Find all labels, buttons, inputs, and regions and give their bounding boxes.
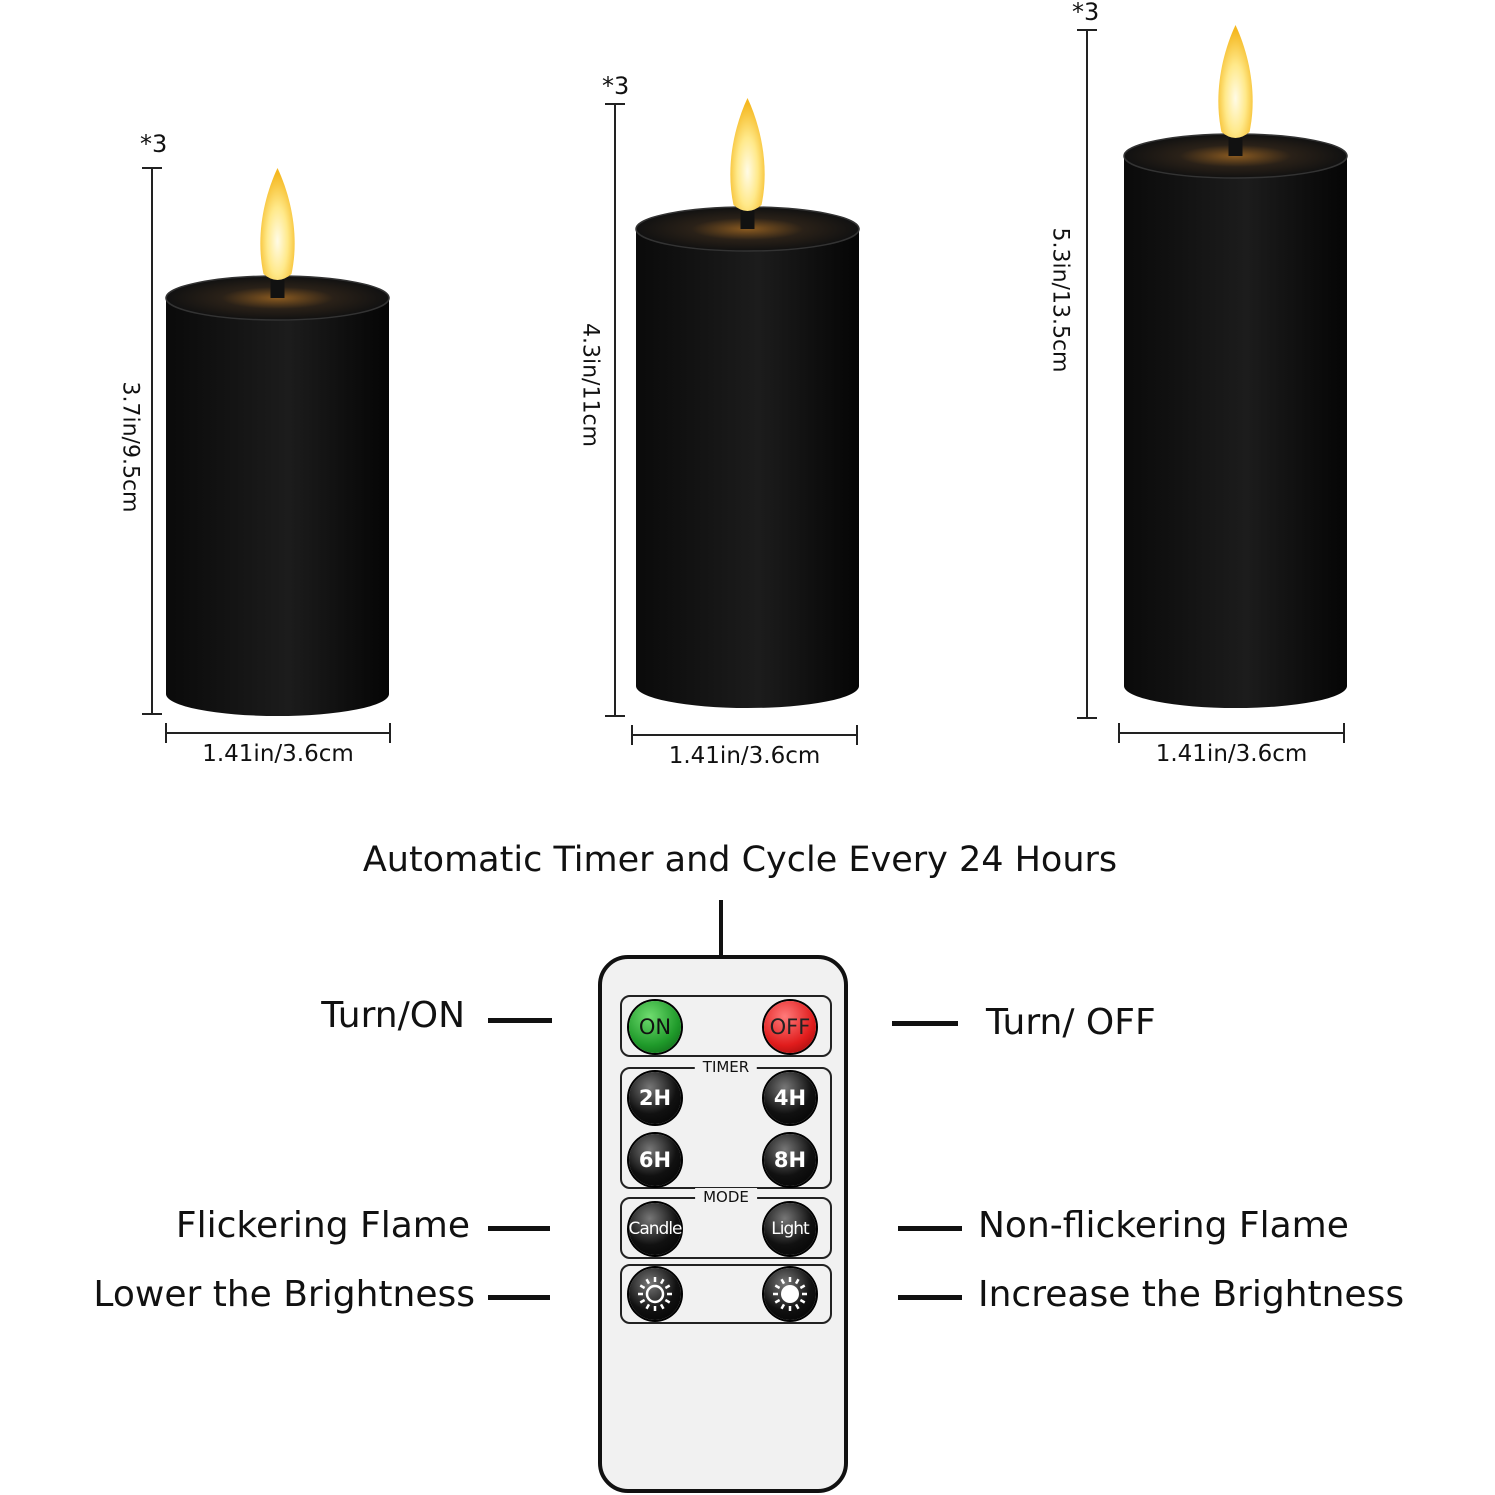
mode-group: MODE (620, 1188, 832, 1259)
sun-filled-icon (773, 1277, 807, 1311)
on-button[interactable]: ON (629, 1001, 681, 1053)
remote-control: TIMER MODE ON OFF 2H 4H 6H 8H Candle Lig… (598, 955, 848, 1493)
power-group (620, 995, 832, 1057)
sun-ray (774, 1284, 781, 1290)
candle-mode-button[interactable]: Candle (628, 1203, 683, 1255)
brightness-group (620, 1264, 832, 1324)
flickering-flame-label: Flickering Flame (175, 1205, 470, 1246)
increase-brightness-pointer (898, 1295, 962, 1300)
off-button[interactable]: OFF (764, 1001, 816, 1053)
turn-on-pointer (488, 1018, 552, 1023)
flame-icon (730, 98, 765, 211)
candle-body (636, 229, 859, 709)
sun-ray (794, 1278, 800, 1285)
timer-group-label: TIMER (694, 1058, 758, 1076)
quantity-label: *3 (140, 130, 168, 158)
sun-ray (780, 1303, 786, 1310)
sun-ray (774, 1298, 781, 1304)
non-flickering-flame-label: Non-flickering Flame (978, 1205, 1349, 1246)
diameter-label: 1.41in/3.6cm (668, 743, 821, 769)
turn-off-pointer (892, 1021, 958, 1026)
sun-ray (799, 1284, 806, 1290)
lower-brightness-pointer (488, 1295, 550, 1300)
sun-ray (664, 1284, 671, 1290)
sun-ray (645, 1303, 651, 1310)
candle-wick (1228, 136, 1243, 156)
mode-group-label: MODE (695, 1188, 757, 1206)
sun-ray (794, 1303, 800, 1310)
timer-8h-button[interactable]: 8H (764, 1134, 816, 1186)
height-label: 5.3in/13.5cm (1047, 227, 1073, 373)
sun-ray (639, 1298, 646, 1304)
sun-ray (780, 1278, 786, 1285)
sun-ray (639, 1284, 646, 1290)
lower-brightness-button[interactable] (629, 1268, 681, 1320)
candle-wick (740, 209, 755, 229)
candle-body (1124, 156, 1347, 709)
sun-outline-icon (638, 1277, 672, 1311)
sun-ray (645, 1278, 651, 1285)
timer-title: Automatic Timer and Cycle Every 24 Hours (362, 840, 1118, 880)
diameter-label: 1.41in/3.6cm (202, 741, 354, 767)
sun-ray (664, 1298, 671, 1304)
flame-icon (1218, 25, 1253, 138)
timer-6h-button[interactable]: 6H (629, 1134, 681, 1186)
turn-on-label: Turn/ON (321, 995, 465, 1036)
non-flickering-flame-pointer (898, 1226, 962, 1231)
increase-brightness-button[interactable] (764, 1268, 816, 1320)
timer-4h-button[interactable]: 4H (764, 1072, 816, 1124)
quantity-label: *3 (1072, 0, 1100, 26)
sun-ray (659, 1303, 665, 1310)
flame-icon (260, 168, 295, 280)
sun-ray (799, 1298, 806, 1304)
turn-off-label: Turn/ OFF (986, 1002, 1156, 1043)
lower-brightness-label: Lower the Brightness (93, 1274, 475, 1315)
diameter-label: 1.41in/3.6cm (1155, 741, 1308, 767)
height-label: 4.3in/11cm (577, 323, 603, 447)
candle-body (166, 298, 389, 716)
timer-2h-button[interactable]: 2H (629, 1072, 681, 1124)
quantity-label: *3 (602, 72, 630, 100)
increase-brightness-label: Increase the Brightness (978, 1274, 1405, 1315)
sun-ray (659, 1278, 665, 1285)
light-mode-button[interactable]: Light (764, 1203, 816, 1255)
candle-wick (270, 278, 285, 298)
flickering-flame-pointer (488, 1226, 550, 1231)
height-label: 3.7in/9.5cm (117, 381, 143, 513)
